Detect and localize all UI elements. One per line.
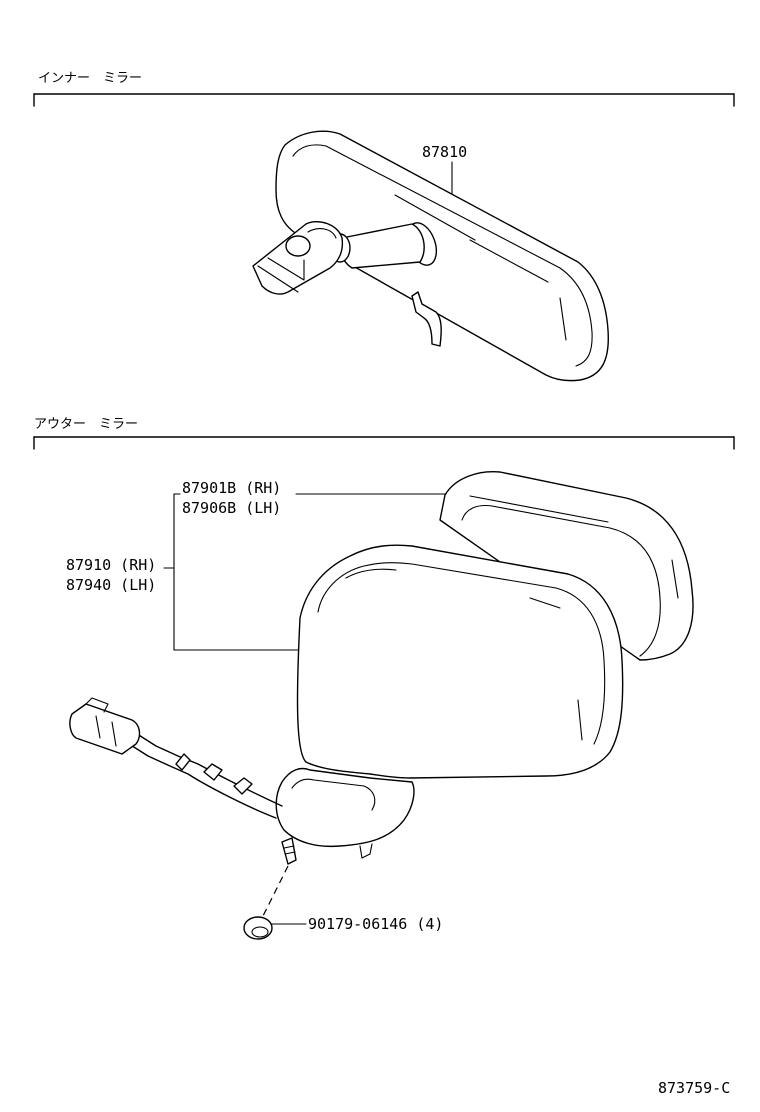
section-title-outer: アウター ミラー [34, 417, 138, 432]
part-number-87810: 87810 [422, 143, 467, 161]
section-divider-inner [33, 93, 735, 107]
part-number-87906b: 87906B (LH) [182, 499, 281, 517]
figure-id: 873759-C [658, 1079, 730, 1097]
callout-leaders [163, 493, 447, 651]
part-number-90179: 90179-06146 (4) [308, 915, 443, 933]
inner-mirror-drawing [252, 130, 609, 382]
section-title-inner: インナー ミラー [38, 71, 142, 86]
outer-mirror-drawing [69, 544, 624, 940]
part-number-87940: 87940 (LH) [66, 576, 156, 594]
mirror-glass-drawing [439, 471, 694, 661]
part-number-87910: 87910 (RH) [66, 556, 156, 574]
section-divider-outer [33, 436, 735, 450]
part-number-87901b: 87901B (RH) [182, 479, 281, 497]
